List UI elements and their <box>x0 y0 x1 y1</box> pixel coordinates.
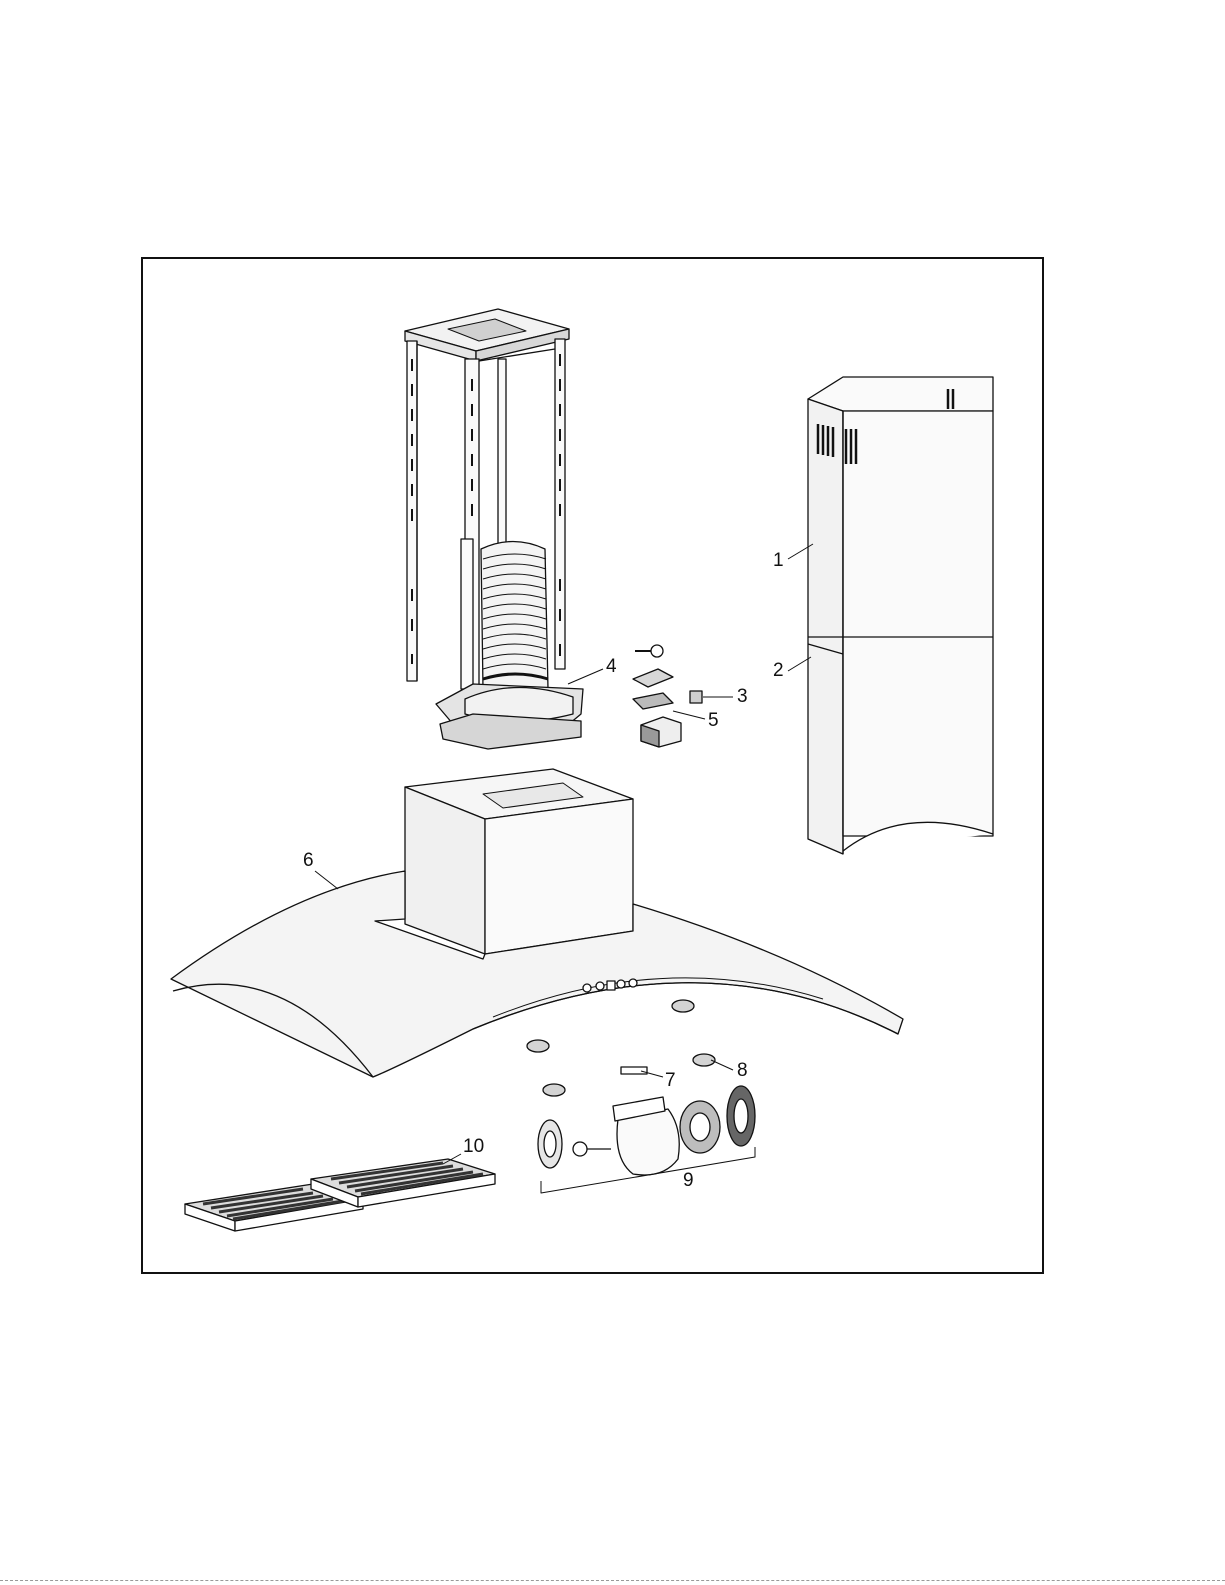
callout-9: 9 <box>683 1171 694 1190</box>
control-box-parts <box>633 693 681 747</box>
exploded-parts-diagram: 1 2 3 4 5 6 7 8 9 10 <box>141 257 1044 1274</box>
diagram-drawing <box>143 259 1046 1276</box>
callout-8: 8 <box>737 1061 748 1080</box>
callout-1: 1 <box>773 551 784 570</box>
blower-assembly <box>538 1086 755 1193</box>
filters <box>185 1159 495 1231</box>
callout-10: 10 <box>463 1137 484 1156</box>
hood-body <box>171 769 903 1096</box>
chimney-covers <box>808 377 993 854</box>
callout-7: 7 <box>665 1071 676 1090</box>
callout-2: 2 <box>773 661 784 680</box>
callout-3: 3 <box>737 687 748 706</box>
switch <box>690 691 702 703</box>
callout-5: 5 <box>708 711 719 730</box>
callout-6: 6 <box>303 851 314 870</box>
plug <box>635 645 663 657</box>
callout-4: 4 <box>606 657 617 676</box>
page-bottom-border <box>0 1580 1225 1581</box>
cover-plate <box>633 669 673 687</box>
